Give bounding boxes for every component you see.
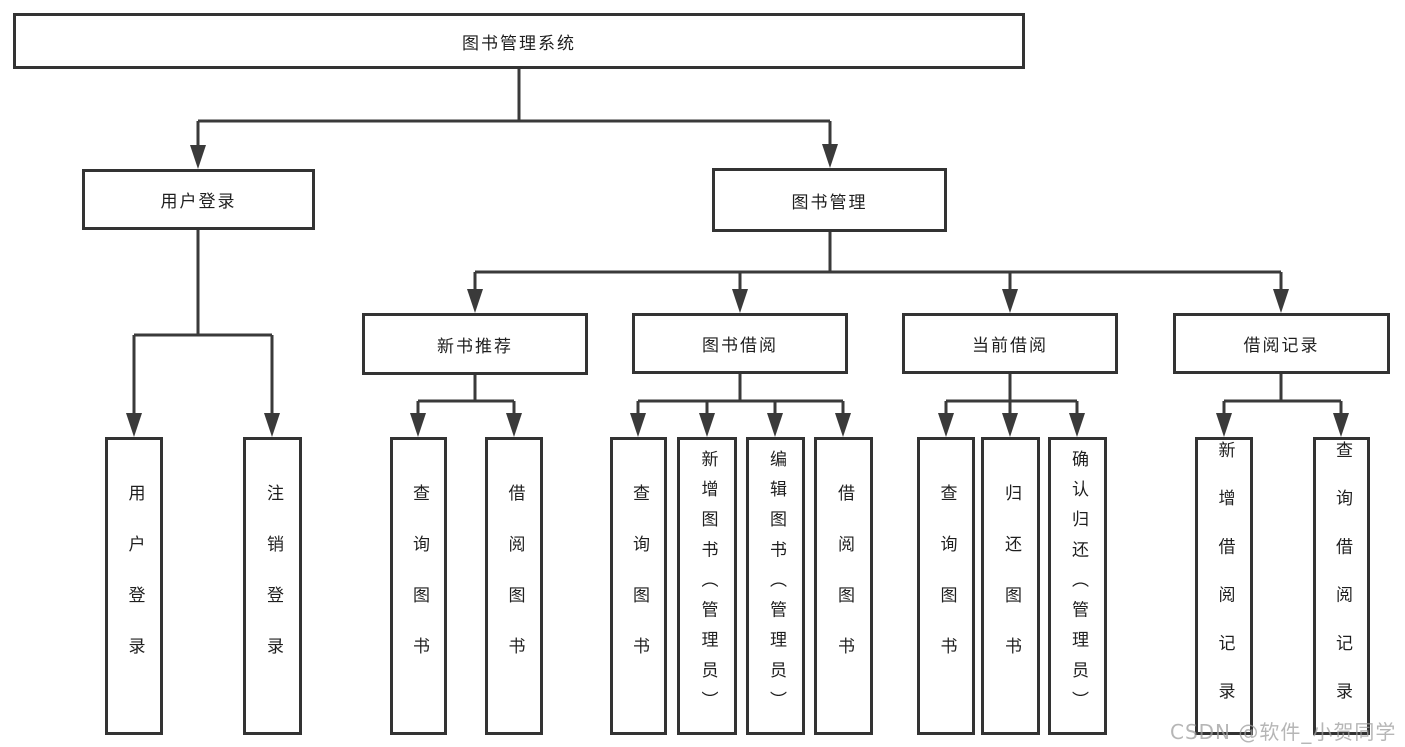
- leaf-return-books: 归还图书: [981, 437, 1040, 735]
- node-label: 当前借阅: [972, 336, 1048, 356]
- node-borrow-records: 借阅记录: [1173, 313, 1390, 374]
- node-label: 查询图书: [629, 484, 649, 688]
- leaf-borrow-books-recommend: 借阅图书: [485, 437, 543, 735]
- node-label: 用户登录: [160, 192, 237, 212]
- node-label: 查询图书: [936, 484, 957, 688]
- leaf-edit-books-admin: 编辑图书（管理员）: [746, 437, 805, 735]
- leaf-add-books-admin: 新增图书（管理员）: [677, 437, 737, 735]
- node-label: 确认归还（管理员）: [1068, 450, 1088, 722]
- node-label: 图书管理系统: [462, 33, 576, 54]
- leaf-query-borrow-record: 查询借阅记录: [1313, 437, 1370, 735]
- leaf-borrow-books: 借阅图书: [814, 437, 873, 735]
- node-label: 查询借阅记录: [1332, 441, 1352, 731]
- node-label: 借阅图书: [504, 484, 525, 688]
- node-current-borrow: 当前借阅: [902, 313, 1118, 374]
- node-label: 新书推荐: [437, 336, 513, 357]
- node-label: 新增借阅记录: [1214, 441, 1235, 731]
- leaf-query-books-recommend: 查询图书: [390, 437, 447, 735]
- node-label: 图书管理: [791, 192, 868, 213]
- leaf-logout: 注销登录: [243, 437, 302, 735]
- leaf-confirm-return-admin: 确认归还（管理员）: [1048, 437, 1107, 735]
- node-label: 编辑图书（管理员）: [766, 450, 786, 722]
- node-label: 注销登录: [263, 484, 283, 688]
- leaf-user-login: 用户登录: [105, 437, 163, 735]
- node-label: 借阅图书: [834, 484, 854, 688]
- leaf-query-books-current: 查询图书: [917, 437, 975, 735]
- node-label: 新增图书（管理员）: [697, 450, 718, 722]
- node-root-system: 图书管理系统: [13, 13, 1025, 69]
- node-label: 借阅记录: [1243, 336, 1320, 356]
- node-new-book-recommend: 新书推荐: [362, 313, 588, 375]
- node-label: 用户登录: [124, 484, 145, 688]
- arrowheads: [126, 144, 1349, 437]
- node-label: 归还图书: [1001, 484, 1021, 688]
- node-label: 查询图书: [409, 484, 429, 688]
- node-book-management: 图书管理: [712, 168, 947, 232]
- node-book-borrow: 图书借阅: [632, 313, 848, 374]
- leaf-query-books-borrow: 查询图书: [610, 437, 667, 735]
- node-user-login: 用户登录: [82, 169, 315, 230]
- leaf-add-borrow-record: 新增借阅记录: [1195, 437, 1253, 735]
- node-label: 图书借阅: [702, 336, 778, 356]
